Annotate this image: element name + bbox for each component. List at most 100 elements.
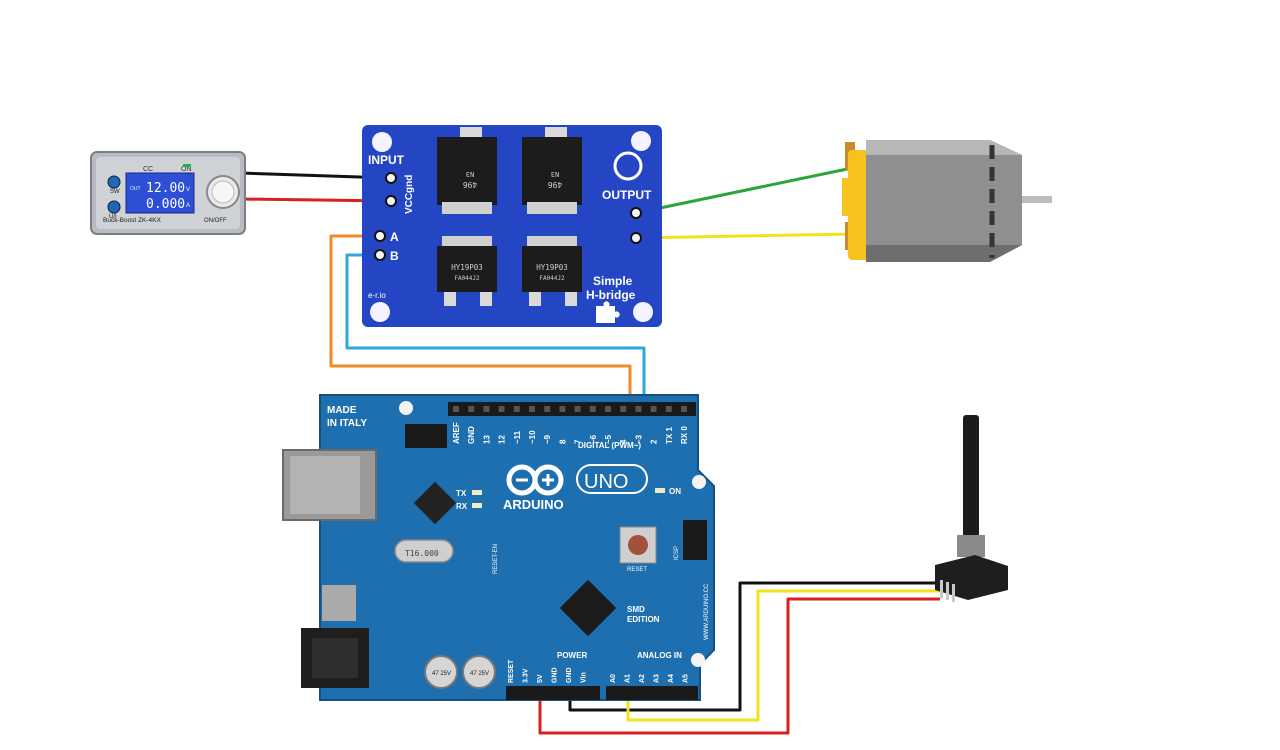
digital-pin-label: RX 0 <box>680 426 689 444</box>
lcd-voltage: 12.00 <box>146 181 185 196</box>
pin-a-label: A <box>390 230 399 244</box>
header-pin[interactable] <box>635 406 642 412</box>
output-2-pad[interactable] <box>630 232 642 244</box>
on-label: ON <box>669 487 681 496</box>
pin-b-pad[interactable] <box>374 249 386 261</box>
capacitor: 47 25V <box>424 655 458 689</box>
header-pin[interactable] <box>620 406 627 412</box>
lcd-out-label: OUT <box>130 186 141 192</box>
bottom-pin-label: Vin <box>581 672 588 683</box>
on-off-label: ON/OFF <box>204 218 227 224</box>
sw-button[interactable] <box>107 175 121 189</box>
pin-a-pad[interactable] <box>374 230 386 242</box>
wire-green-motor <box>635 166 853 215</box>
mount-hole <box>372 132 392 152</box>
mosfet-top-right: 496 N3 <box>522 127 582 214</box>
header-pin[interactable] <box>650 406 657 412</box>
digital-pin-label: ~6 <box>589 434 598 444</box>
input-vcc-pad[interactable] <box>385 195 397 207</box>
crystal-label: T16.000 <box>405 549 439 558</box>
header-pin[interactable] <box>544 406 551 412</box>
bottom-pin-label: GND <box>552 667 559 683</box>
buck-boost-module: CC ON SW U/I OUT 12.00 V 0.000 A Buck-Bo… <box>90 151 246 235</box>
digital-pin-label: ~10 <box>528 430 537 444</box>
output-1-pad[interactable] <box>630 207 642 219</box>
mount-hole <box>399 401 413 415</box>
digital-pin-label: 2 <box>650 439 659 444</box>
bottom-pin-label: A3 <box>654 674 661 683</box>
digital-pin-label: TX 1 <box>665 427 674 444</box>
header-pin[interactable] <box>559 406 566 412</box>
tx-led <box>472 490 482 495</box>
bottom-pin-label: GND <box>566 667 573 683</box>
header-pin[interactable] <box>665 406 672 412</box>
made-in-label-1: MADE <box>327 405 357 416</box>
digital-header <box>448 402 696 416</box>
bottom-pin-label: A4 <box>668 674 675 683</box>
vcc-label: VCC <box>404 193 415 214</box>
mosfet-top-left: 496 N3 <box>437 127 497 214</box>
input-label: INPUT <box>368 153 405 167</box>
svg-text:496: 496 <box>548 180 563 189</box>
digital-pin-label: 8 <box>558 439 567 444</box>
digital-pin-label: 4 <box>619 439 628 444</box>
input-gnd-pad[interactable] <box>385 172 397 184</box>
bottom-pin-label: 5V <box>537 674 544 683</box>
header-pin[interactable] <box>453 406 459 412</box>
made-in-label-2: IN ITALY <box>327 418 367 429</box>
bottom-pin-label: A2 <box>639 674 646 683</box>
digital-pin-label: 12 <box>498 435 507 444</box>
capacitor: 47 25V <box>462 655 496 689</box>
model-badge <box>576 464 648 494</box>
maker-label: e-r.io <box>368 291 386 300</box>
svg-text:N3: N3 <box>551 170 559 178</box>
icsp-header-top <box>405 424 447 448</box>
potentiometer-shaft <box>963 415 979 537</box>
sw-label: SW <box>110 189 120 195</box>
mode-cc-label: CC <box>143 166 153 173</box>
digital-pin-label: GND <box>467 426 476 444</box>
h-bridge-board: INPUT VCC gnd A B e-r.io 496 N3 496 N3 <box>362 125 662 327</box>
analog-header <box>606 686 698 700</box>
lcd-current: 0.000 <box>146 197 185 212</box>
ui-button[interactable] <box>107 200 121 214</box>
board-title-2: H-bridge <box>586 288 636 302</box>
digital-pin-label: ~11 <box>513 430 522 444</box>
analog-label: ANALOG IN <box>637 651 682 660</box>
gnd-label: gnd <box>404 175 415 193</box>
crystal <box>394 539 454 563</box>
digital-pin-label: ~9 <box>543 434 552 444</box>
mosfet-bottom-left: HY19P03 FA044J2 <box>437 236 497 306</box>
ui-label: U/I <box>109 214 117 220</box>
potentiometer[interactable] <box>935 415 1008 602</box>
header-pin[interactable] <box>605 406 611 412</box>
header-pin[interactable] <box>513 406 520 412</box>
power-label: POWER <box>557 651 587 660</box>
header-pin[interactable] <box>529 406 535 412</box>
mount-hole <box>370 302 390 322</box>
digital-pin-label: AREF <box>452 422 461 444</box>
oshw-logo <box>613 151 643 181</box>
svg-text:HY19P03: HY19P03 <box>536 263 568 272</box>
header-pin[interactable] <box>468 406 475 412</box>
main-chip <box>559 579 617 637</box>
wire-orange-pin-a <box>329 234 632 412</box>
rx-label: RX <box>456 502 468 511</box>
lcd-voltage-unit: V <box>186 187 190 193</box>
wire-cyan-pin-b <box>345 253 646 412</box>
rx-led <box>472 503 482 508</box>
model-label: UNO <box>584 471 628 493</box>
header-pin[interactable] <box>483 406 490 412</box>
header-pin[interactable] <box>681 406 687 412</box>
pin-b-label: B <box>390 249 399 263</box>
header-pin[interactable] <box>498 406 505 412</box>
svg-text:496: 496 <box>463 180 478 189</box>
model-label: Buck-Boost ZK-4KX <box>103 217 161 224</box>
digital-pin-label: 13 <box>482 435 491 444</box>
board-title-1: Simple <box>593 274 633 288</box>
header-pin[interactable] <box>589 406 596 412</box>
svg-text:HY19P03: HY19P03 <box>451 263 483 272</box>
header-pin[interactable] <box>574 406 581 412</box>
